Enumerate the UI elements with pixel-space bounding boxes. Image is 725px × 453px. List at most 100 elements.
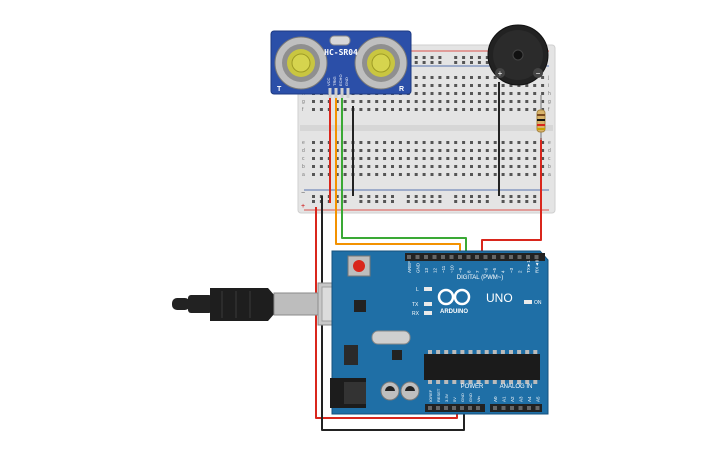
breadboard-hole <box>454 165 458 168</box>
breadboard-hole <box>446 165 450 168</box>
chip-pin <box>492 350 497 354</box>
power-pin <box>444 406 448 410</box>
breadboard-hole <box>517 108 521 111</box>
digital-pin-label: 13 <box>424 267 429 273</box>
analog-pin-label: A0 <box>493 396 498 402</box>
power-pin-label: GND <box>468 393 473 402</box>
breadboard-hole <box>509 100 513 103</box>
breadboard-hole <box>493 165 497 168</box>
breadboard-hole <box>470 149 473 152</box>
breadboard-hole <box>319 165 323 168</box>
digital-pin-label: ~5 <box>492 267 497 273</box>
rail-hole <box>533 195 537 198</box>
breadboard-hole <box>493 149 497 152</box>
breadboard-hole <box>485 173 489 176</box>
breadboard-hole <box>446 157 450 160</box>
breadboard-hole <box>343 149 347 152</box>
rail-hole <box>477 61 481 64</box>
breadboard-hole <box>430 141 434 144</box>
breadboard-hole <box>541 100 545 103</box>
power-pin <box>428 406 432 410</box>
breadboard-hole <box>454 173 458 176</box>
breadboard-hole <box>477 84 481 87</box>
breadboard-hole <box>485 149 489 152</box>
breadboard-hole <box>517 149 521 152</box>
breadboard-hole <box>485 108 489 111</box>
chip-pin <box>476 380 481 384</box>
breadboard-hole <box>406 149 410 152</box>
arduino-logo-icon <box>437 288 471 306</box>
breadboard-hole <box>367 141 371 144</box>
chip-pin <box>500 350 505 354</box>
breadboard-hole <box>414 76 418 79</box>
rail-hole <box>430 61 434 64</box>
breadboard-hole <box>454 84 458 87</box>
chip-pin <box>533 350 538 354</box>
breadboard-hole <box>319 157 323 160</box>
rail-hole <box>422 56 426 59</box>
sensor-pin-label: TRIG <box>332 76 337 86</box>
breadboard-hole <box>359 149 363 152</box>
breadboard-hole <box>533 173 537 176</box>
power-header-label: POWER <box>461 384 484 390</box>
led-l-label: L <box>416 287 419 293</box>
rail-hole <box>406 200 410 203</box>
chip-pin <box>525 350 530 354</box>
digital-header-label: DIGITAL (PWM~) <box>457 275 504 281</box>
digital-pin-label: GND <box>416 262 421 273</box>
analog-pin-label: A3 <box>519 396 524 402</box>
breadboard-hole <box>312 157 315 160</box>
rail-hole <box>462 195 466 198</box>
breadboard-hole <box>422 141 426 144</box>
wire-red-pin7 <box>481 182 542 258</box>
breadboard-hole <box>525 165 529 168</box>
breadboard-hole <box>533 100 537 103</box>
breadboard-hole <box>422 92 426 95</box>
breadboard-hole <box>406 165 410 168</box>
breadboard-hole <box>454 92 458 95</box>
breadboard-hole <box>383 165 387 168</box>
rail-minus-label: − <box>301 190 305 197</box>
rail-hole <box>375 200 379 203</box>
breadboard-hole <box>343 100 347 103</box>
analog-header-label: ANALOG IN <box>500 384 533 390</box>
breadboard-hole <box>477 108 481 111</box>
power-pin-label: GND <box>460 393 465 402</box>
breadboard-hole <box>446 92 450 95</box>
breadboard-hole <box>359 108 363 111</box>
buzzer-minus-label: − <box>536 69 541 78</box>
row-label: a <box>302 172 305 178</box>
breadboard-hole <box>462 173 466 176</box>
chip-pin <box>492 380 497 384</box>
breadboard-hole <box>391 141 394 144</box>
rail-hole <box>367 195 371 198</box>
breadboard-hole <box>406 141 410 144</box>
breadboard-hole <box>383 141 387 144</box>
breadboard-hole <box>477 100 481 103</box>
breadboard-hole <box>367 165 371 168</box>
breadboard-hole <box>312 165 315 168</box>
chip-pin <box>460 350 465 354</box>
rail-hole <box>509 200 513 203</box>
breadboard-hole <box>541 173 545 176</box>
chip-pin <box>444 380 449 384</box>
breadboard-hole <box>312 141 315 144</box>
sensor-corner-r: R <box>399 86 404 93</box>
brand-label: ARDUINO <box>440 309 468 315</box>
breadboard-hole <box>375 173 379 176</box>
breadboard-hole <box>319 173 323 176</box>
breadboard-hole <box>391 173 394 176</box>
analog-pin <box>527 406 531 410</box>
breadboard-hole <box>470 100 473 103</box>
sensor-pin <box>334 88 338 98</box>
breadboard-hole <box>462 76 466 79</box>
breadboard-hole <box>430 149 434 152</box>
rail-hole <box>414 61 418 64</box>
rail-hole <box>501 195 505 198</box>
breadboard-hole <box>319 141 323 144</box>
row-label: g <box>302 99 305 105</box>
rail-hole <box>312 200 315 203</box>
sensor-corner-t: T <box>277 86 282 93</box>
breadboard-hole <box>312 149 315 152</box>
